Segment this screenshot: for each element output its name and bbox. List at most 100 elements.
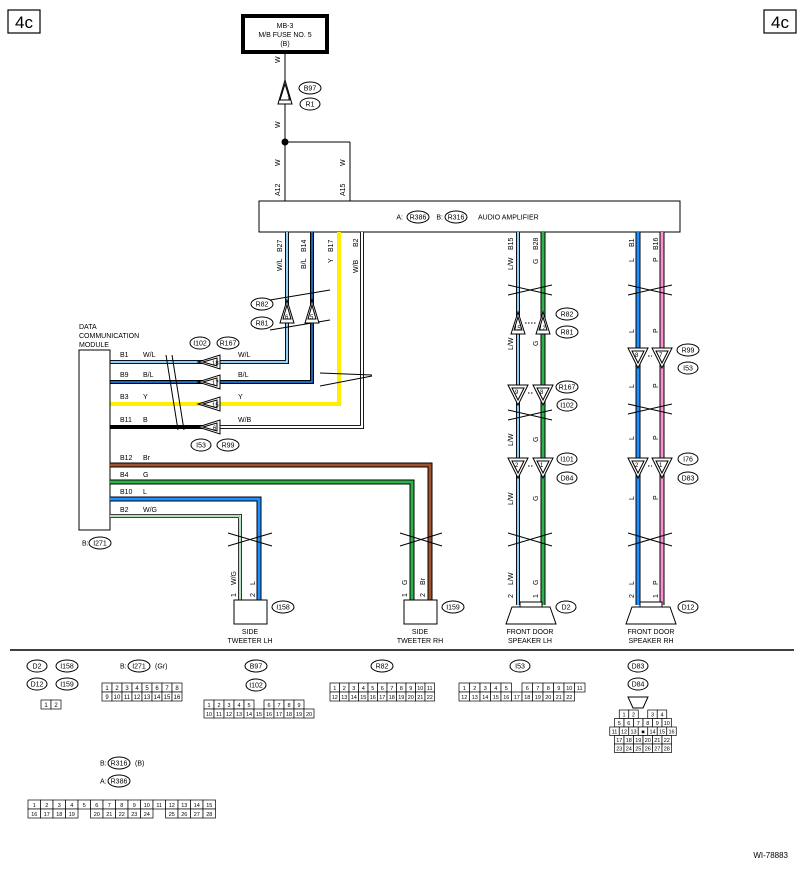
connector-pin-number: 6	[526, 686, 529, 692]
pin-label: B1	[629, 238, 636, 247]
wire-color-label: W/L	[277, 258, 284, 271]
svg-text:SPEAKER LH: SPEAKER LH	[508, 638, 552, 645]
connector-pin-cell	[202, 808, 216, 819]
connector-pin-number: 16	[503, 695, 509, 701]
ref-i102-top: I102	[189, 336, 211, 350]
svg-text:R82: R82	[256, 302, 269, 309]
svg-text:R316: R316	[111, 761, 128, 768]
svg-text:I76: I76	[683, 457, 693, 464]
svg-text:SIDE: SIDE	[242, 629, 259, 636]
connector-pin-cell	[563, 691, 575, 702]
wire-color-label: P	[653, 435, 660, 440]
connector-pin-number: 21	[654, 738, 660, 744]
pin-label: B2	[353, 238, 360, 247]
connector-pin-cell	[171, 691, 183, 702]
svg-text:FRONT DOOR: FRONT DOOR	[507, 629, 554, 636]
wire-color-label: L/W	[508, 433, 515, 446]
pin-label: B4	[120, 472, 129, 479]
wire-color-label: W	[275, 121, 282, 128]
pin-label: 1	[287, 96, 291, 102]
connector-pin-number: 5	[618, 721, 621, 727]
connector-pin-number: 1	[463, 686, 466, 692]
wire-color-label: L	[629, 436, 636, 440]
pin-label: 1	[533, 594, 540, 598]
connector-pin-number: 4	[237, 703, 240, 709]
connector-pin-cell	[574, 682, 586, 693]
connector-pin-number: 20	[545, 695, 551, 701]
connector-pin-number: 6	[627, 721, 630, 727]
connector-pin-number: 4	[70, 803, 73, 809]
pin-label: 2	[515, 463, 519, 469]
ref-r167-mid: R167	[555, 380, 579, 394]
wire-color-label: L/W	[508, 492, 515, 505]
svg-text:I101: I101	[560, 457, 574, 464]
connector-pin-number: 11	[216, 712, 222, 718]
connector-pin-number: 9	[297, 703, 300, 709]
connector-pin-number: 22	[427, 695, 433, 701]
connector-pin-number: 12	[621, 730, 627, 736]
connector-pin-number: 14	[194, 803, 200, 809]
connector-pin-number: 20	[408, 695, 414, 701]
pin-label: 17	[212, 381, 219, 387]
svg-text:D83: D83	[682, 476, 695, 483]
svg-text:R316: R316	[448, 215, 465, 222]
connector-pin-number: 8	[120, 803, 123, 809]
svg-text:TWEETER LH: TWEETER LH	[227, 638, 272, 645]
svg-text:R81: R81	[256, 321, 269, 328]
connector-pin-number: 21	[417, 695, 423, 701]
connector-pin-number: 12	[226, 712, 232, 718]
wire-color-label: G	[533, 580, 540, 585]
data-communication-module: DATA COMMUNICATION MODULE B: I271	[78, 324, 139, 550]
svg-text:MB-3: MB-3	[277, 23, 294, 30]
connector-pin-number: 13	[181, 803, 187, 809]
connector-pin-number: 3	[125, 686, 129, 692]
wire-color-label: P	[653, 580, 660, 585]
svg-text:DATA: DATA	[79, 324, 97, 331]
connector-pin-number: 19	[635, 738, 641, 744]
wire-color-label: Y	[328, 258, 335, 263]
connector-pin-number: 1	[207, 703, 210, 709]
connector-pin-number: 12	[169, 803, 175, 809]
connector-pin-number: 2	[343, 686, 346, 692]
connector-pin-number: 9	[409, 686, 412, 692]
pin-label: B3	[120, 394, 129, 401]
connector-pin-number: 8	[547, 686, 550, 692]
ref-r99-bottom: R99	[216, 438, 240, 452]
wire-color-label: W/G	[231, 571, 238, 585]
ref-d84: D84	[556, 471, 578, 485]
pin-label: 6	[213, 426, 217, 432]
ref-r82-left: R82	[250, 297, 274, 311]
ref-i76: I76	[677, 452, 699, 466]
connector-pin-number: 28	[664, 747, 670, 753]
connector-pin-number: 21	[106, 812, 112, 818]
pin-label: 15	[212, 403, 219, 409]
connector-pin-number: ■	[641, 730, 644, 736]
connector-pin-number: 22	[566, 695, 572, 701]
connector-pin-number: 28	[206, 812, 212, 818]
connector-pin-number: 19	[398, 695, 404, 701]
connector-pin-number: 13	[341, 695, 347, 701]
svg-text:AUDIO AMPLIFIER: AUDIO AMPLIFIER	[478, 215, 539, 222]
connector-pin-number: 14	[649, 730, 655, 736]
pin-label: 2	[420, 593, 427, 597]
connector-pin-number: 7	[637, 721, 640, 727]
pin-label: A15	[340, 183, 347, 196]
legend-r82: R82	[370, 659, 394, 673]
connector-pin-number: 9	[557, 686, 560, 692]
wire-color-label: B/L	[238, 372, 249, 379]
connector-pin-number: 17	[379, 695, 385, 701]
connector-pin-cell	[661, 743, 672, 753]
svg-text:I102: I102	[560, 403, 574, 410]
svg-text:SPEAKER RH: SPEAKER RH	[628, 638, 673, 645]
svg-text:(B): (B)	[135, 761, 144, 768]
connector-pin-number: 18	[524, 695, 530, 701]
svg-text:R167: R167	[220, 341, 237, 348]
ref-r82-mid: R82	[555, 307, 579, 321]
connector-pin-number: 8	[175, 686, 179, 692]
svg-text:D12: D12	[31, 682, 44, 689]
connector-pin-number: 1	[622, 713, 625, 719]
connector-pin-number: 24	[626, 747, 632, 753]
connector-pin-number: 21	[556, 695, 562, 701]
inline-connector-i101	[507, 457, 554, 480]
